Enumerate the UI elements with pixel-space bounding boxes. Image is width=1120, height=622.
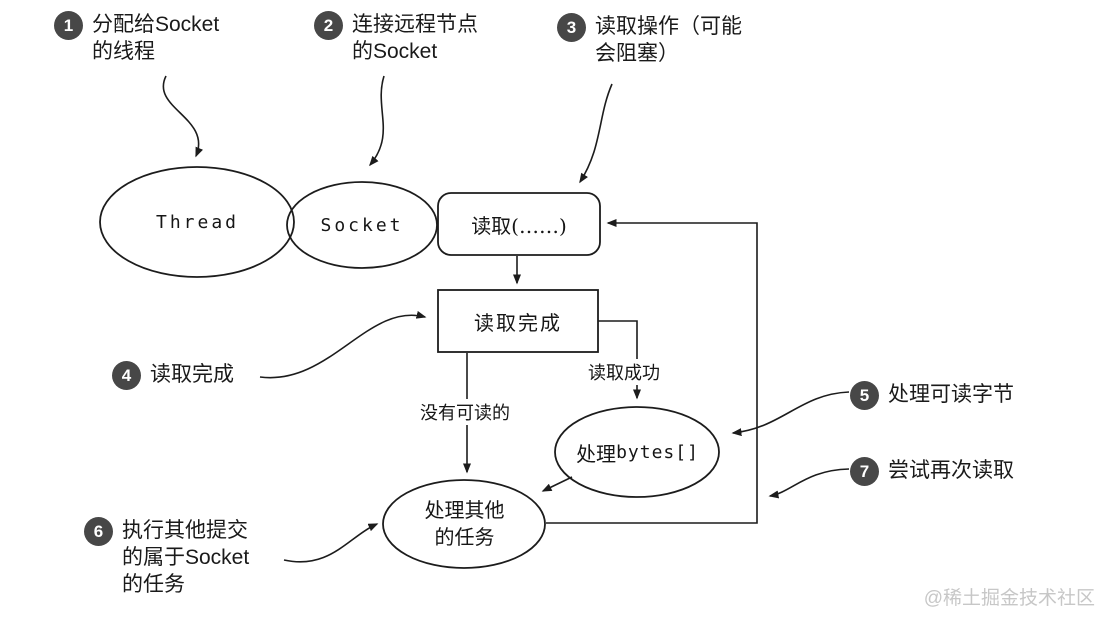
annotation-3-badge: 3 [557,13,586,42]
process-bytes-ellipse [554,406,720,498]
annotation-7: 7 尝试再次读取 [850,457,1014,486]
read-complete-label: 读取完成 [474,310,562,335]
arrow-anno6-to-other [283,523,379,563]
other-tasks-label: 处理其他 的任务 [384,480,545,567]
thread-ellipse [99,166,295,278]
annotation-4: 4 读取完成 [112,361,234,390]
annotation-3: 3 读取操作（可能 会阻塞） [557,13,742,67]
annotation-2-badge: 2 [314,11,343,40]
arrow-loop-retry [546,219,758,524]
annotation-4-line1: 读取完成 [150,363,234,386]
edge-label-nothing-to-read: 没有可读的 [417,399,513,425]
arrow-anno7-to-loop [768,468,850,499]
annotation-7-text: 尝试再次读取 [888,457,1014,484]
read-node-label: 读取(……) [471,213,567,238]
annotation-2-line2: 的Socket [352,40,438,63]
other-tasks-label-line1: 处理其他 [424,497,505,522]
process-bytes-label-code: bytes[] [616,441,699,463]
annotation-5: 5 处理可读字节 [850,381,1014,410]
annotation-7-badge: 7 [850,457,879,486]
other-tasks-ellipse [382,479,546,569]
other-tasks-label-line2: 的任务 [434,524,495,549]
annotation-2-text: 连接远程节点 的Socket [352,11,478,65]
arrow-anno1-to-thread [162,75,203,158]
arrow-anno4-to-complete [259,310,427,379]
annotation-3-line1: 读取操作（可能 [595,15,742,38]
annotation-4-badge: 4 [112,361,141,390]
socket-ellipse [286,181,438,269]
annotation-3-line2: 会阻塞） [595,42,679,65]
annotation-6-line1: 执行其他提交 [122,519,248,542]
annotation-1: 1 分配给Socket 的线程 [54,11,219,65]
arrow-bytes-to-other [541,476,573,492]
arrow-anno5-to-bytes [731,391,850,437]
thread-node-label: Thread [155,212,240,233]
annotation-2-line1: 连接远程节点 [352,13,478,36]
annotation-6-text: 执行其他提交 的属于Socket 的任务 [122,517,249,598]
annotation-7-line1: 尝试再次读取 [888,459,1014,482]
annotation-1-line2: 的线程 [92,40,155,63]
arrow-anno2-to-socket [369,75,385,167]
edge-label-read-success: 读取成功 [585,359,663,385]
annotation-4-text: 读取完成 [150,361,234,388]
annotation-6-line2: 的属于Socket [122,546,250,569]
annotation-1-text: 分配给Socket 的线程 [92,11,219,65]
annotation-3-text: 读取操作（可能 会阻塞） [595,13,742,67]
annotation-1-badge: 1 [54,11,83,40]
annotation-1-line1: 分配给Socket [92,13,220,36]
socket-node-label: Socket [320,215,404,236]
read-node-box [437,192,601,256]
annotation-5-badge: 5 [850,381,879,410]
annotation-5-text: 处理可读字节 [888,381,1014,408]
annotation-5-line1: 处理可读字节 [888,383,1014,406]
annotation-6-badge: 6 [84,517,113,546]
watermark: @稀土掘金技术社区 [923,588,1095,609]
arrow-anno3-to-read [579,83,613,184]
annotation-2: 2 连接远程节点 的Socket [314,11,478,65]
annotation-6: 6 执行其他提交 的属于Socket 的任务 [84,517,249,598]
annotation-6-line3: 的任务 [122,573,185,596]
process-bytes-label-cjk: 处理 [576,441,617,466]
